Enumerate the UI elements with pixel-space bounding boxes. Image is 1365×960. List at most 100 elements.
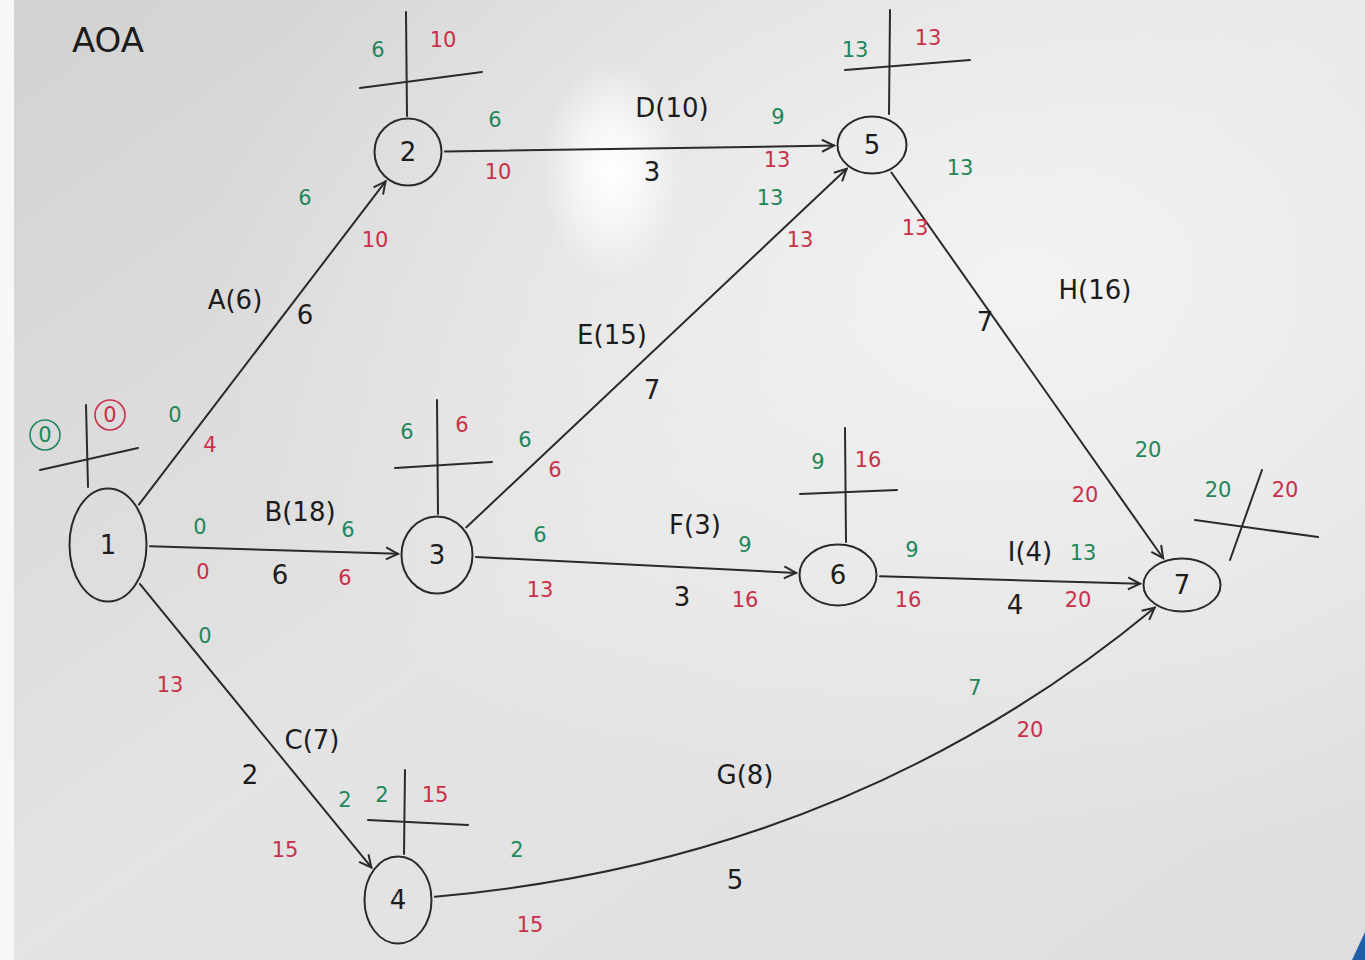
late-time: 4 bbox=[203, 435, 216, 456]
event-node: 4 bbox=[363, 855, 433, 945]
activity-label: I(4) bbox=[1008, 539, 1053, 565]
late-time: 15 bbox=[422, 785, 449, 806]
node-circle bbox=[375, 119, 442, 186]
duration-number: 6 bbox=[297, 302, 314, 328]
number-ring bbox=[95, 400, 125, 430]
late-time: 10 bbox=[430, 30, 457, 51]
late-time: 13 bbox=[915, 28, 942, 49]
late-time: 6 bbox=[548, 460, 561, 481]
activity-label: F(3) bbox=[669, 512, 721, 538]
time-cross bbox=[406, 12, 407, 116]
time-cross bbox=[889, 10, 890, 114]
node-circle bbox=[1144, 559, 1221, 612]
activity-label: A(6) bbox=[208, 287, 263, 313]
late-time: 20 bbox=[1072, 485, 1099, 506]
duration-number: 4 bbox=[1007, 592, 1024, 618]
number-ring bbox=[30, 420, 60, 450]
activity-arrow bbox=[476, 557, 796, 573]
node-number: 2 bbox=[400, 139, 417, 165]
activity-label: H(16) bbox=[1059, 277, 1132, 303]
early-time: 2 bbox=[375, 785, 388, 806]
activity-label: D(10) bbox=[635, 95, 708, 121]
node-number: 3 bbox=[429, 542, 446, 568]
late-time: 20 bbox=[1065, 590, 1092, 611]
early-time: 20 bbox=[1135, 440, 1162, 461]
late-time: 16 bbox=[895, 590, 922, 611]
event-node: 6 bbox=[798, 543, 878, 607]
early-time: 6 bbox=[518, 430, 531, 451]
event-node: 3 bbox=[400, 515, 474, 595]
late-time: 6 bbox=[455, 415, 468, 436]
late-time: 15 bbox=[517, 915, 544, 936]
late-time: 13 bbox=[902, 218, 929, 239]
activity-arrow bbox=[435, 608, 1155, 897]
activity-label: G(8) bbox=[717, 762, 774, 788]
activity-arrow bbox=[140, 584, 372, 867]
late-time: 20 bbox=[1017, 720, 1044, 741]
activity-arrow bbox=[891, 173, 1163, 559]
node-number: 7 bbox=[1174, 572, 1191, 598]
time-cross bbox=[395, 462, 492, 468]
event-node: 1 bbox=[68, 487, 148, 603]
early-time: 6 bbox=[488, 110, 501, 131]
time-cross bbox=[40, 448, 138, 470]
time-cross bbox=[1230, 470, 1262, 560]
duration-number: 3 bbox=[644, 159, 661, 185]
early-time: 13 bbox=[842, 40, 869, 61]
activity-arrow bbox=[880, 576, 1140, 584]
node-circle bbox=[365, 857, 432, 944]
early-time: 13 bbox=[757, 188, 784, 209]
late-time: 13 bbox=[787, 230, 814, 251]
time-cross bbox=[404, 770, 405, 854]
node-number: 5 bbox=[864, 132, 881, 158]
activity-arrow bbox=[466, 169, 846, 527]
early-time: 6 bbox=[400, 422, 413, 443]
early-time: 0 bbox=[198, 626, 211, 647]
late-time: 10 bbox=[362, 230, 389, 251]
activity-label: E(15) bbox=[577, 322, 647, 348]
late-time: 10 bbox=[485, 162, 512, 183]
corner-mark bbox=[1352, 932, 1365, 960]
time-cross bbox=[368, 820, 468, 825]
early-time: 2 bbox=[510, 840, 523, 861]
activity-arrow bbox=[139, 181, 386, 504]
early-time: 20 bbox=[1205, 480, 1232, 501]
late-time: 13 bbox=[157, 675, 184, 696]
node-circle bbox=[402, 517, 473, 594]
duration-number: 3 bbox=[674, 584, 691, 610]
time-cross bbox=[437, 400, 438, 514]
event-node: 5 bbox=[836, 115, 908, 175]
time-cross bbox=[360, 72, 482, 88]
node-circle bbox=[838, 117, 907, 174]
node-number: 1 bbox=[100, 532, 117, 558]
late-time: 6 bbox=[338, 568, 351, 589]
node-number: 6 bbox=[830, 562, 847, 588]
early-time: 6 bbox=[371, 40, 384, 61]
diagram-title: AOA bbox=[72, 23, 144, 57]
early-time: 13 bbox=[947, 158, 974, 179]
glare bbox=[542, 60, 682, 280]
late-time: 13 bbox=[527, 580, 554, 601]
event-node: 7 bbox=[1142, 557, 1222, 613]
activity-arrow bbox=[150, 546, 398, 554]
event-node: 2 bbox=[373, 117, 443, 187]
node-circle bbox=[800, 545, 877, 606]
time-cross bbox=[1195, 520, 1318, 537]
time-crosses bbox=[40, 10, 1318, 854]
early-time: 9 bbox=[738, 535, 751, 556]
early-time: 6 bbox=[298, 188, 311, 209]
time-cross bbox=[845, 428, 846, 542]
late-time: 16 bbox=[855, 450, 882, 471]
board-edge bbox=[0, 0, 14, 960]
early-time: 6 bbox=[341, 520, 354, 541]
node-number: 4 bbox=[390, 887, 407, 913]
late-time: 15 bbox=[272, 840, 299, 861]
duration-number: 7 bbox=[977, 309, 994, 335]
duration-number: 5 bbox=[727, 867, 744, 893]
time-cross bbox=[845, 60, 970, 70]
node-circle bbox=[70, 489, 147, 602]
